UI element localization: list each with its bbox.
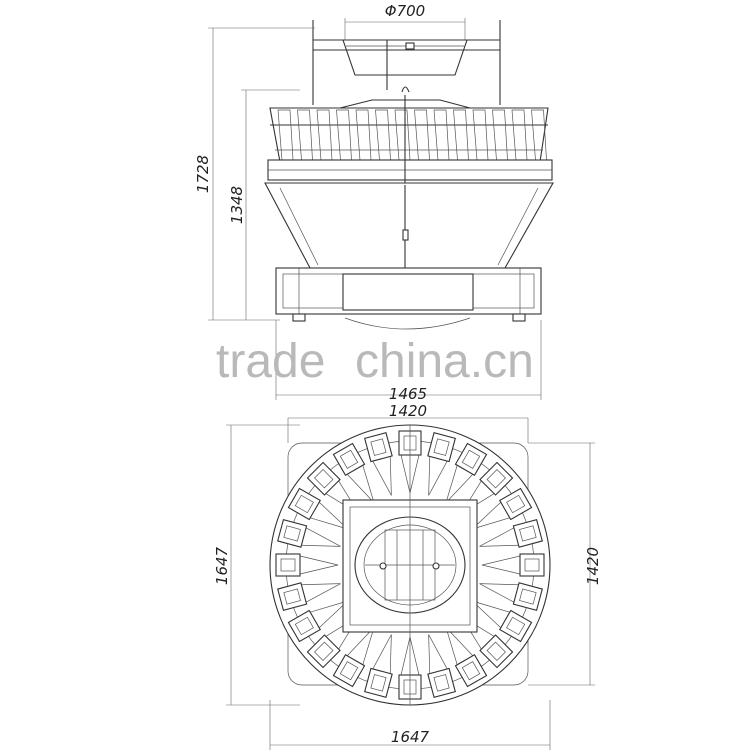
dim-bottom-width: 1647 <box>391 728 430 746</box>
radial-feeder <box>427 432 456 496</box>
dim-top-width: 1420 <box>389 402 427 420</box>
dim-right-depth: 1420 <box>584 547 602 585</box>
vertical-dimensions-side <box>208 27 315 321</box>
collecting-cone <box>264 182 554 269</box>
weigh-buckets-upper <box>267 86 553 265</box>
dim-left-depth: 1647 <box>213 546 231 585</box>
top-hopper <box>312 18 501 105</box>
radial-feeder <box>277 519 341 548</box>
radial-feeder <box>481 553 545 577</box>
watermark-left: trade <box>216 335 325 388</box>
side-view <box>208 18 554 400</box>
radial-feeder <box>277 582 341 611</box>
radial-feeder <box>332 442 375 503</box>
radial-feeder <box>479 582 543 611</box>
radial-feeder <box>427 634 456 698</box>
watermark-right: china.cn <box>355 335 534 388</box>
radial-feeder <box>364 634 393 698</box>
radial-feeder <box>287 600 348 643</box>
radial-feeder <box>445 442 488 503</box>
dim-body-height: 1348 <box>228 186 246 224</box>
watermark-gap <box>330 340 354 376</box>
dim-hopper-diameter: Φ700 <box>385 2 425 20</box>
watermark: trade china.cn <box>216 335 534 388</box>
radial-feeder <box>364 432 393 496</box>
dim-side-width: 1465 <box>389 385 427 403</box>
radial-feeder <box>460 461 514 515</box>
radial-feeder <box>479 519 543 548</box>
top-view <box>226 417 595 750</box>
radial-feeder <box>287 487 348 530</box>
base-frame <box>275 267 542 330</box>
radial-feeder <box>275 553 339 577</box>
dim-total-height: 1728 <box>194 155 212 193</box>
